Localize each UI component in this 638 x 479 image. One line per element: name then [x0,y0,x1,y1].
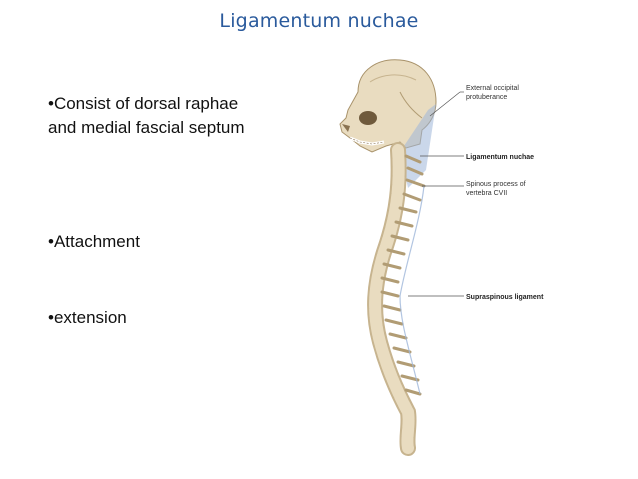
label-external-occipital-1: External occipital [466,85,519,92]
label-external-occipital-2: protuberance [466,94,507,101]
skull-drawing [339,59,437,153]
spine-svg: External occipital protuberance Ligament… [339,59,544,456]
label-spinous-process-2: vertebra CVII [466,190,507,197]
vertebral-column [367,142,426,456]
bullet-attachment: •Attachment [48,232,140,251]
bullet-consist: •Consist of dorsal raphae and medial fas… [48,94,245,137]
slide-title: Ligamentum nuchae [219,10,419,32]
label-supraspinous: Supraspinous ligament [466,294,544,301]
callout-lines [408,91,464,297]
label-ligamentum-nuchae: Ligamentum nuchae [466,154,534,161]
bullet-extension: •extension [48,308,127,327]
spine-illustration: External occipital protuberance Ligament… [250,52,638,462]
label-spinous-process-1: Spinous process of [466,181,526,188]
